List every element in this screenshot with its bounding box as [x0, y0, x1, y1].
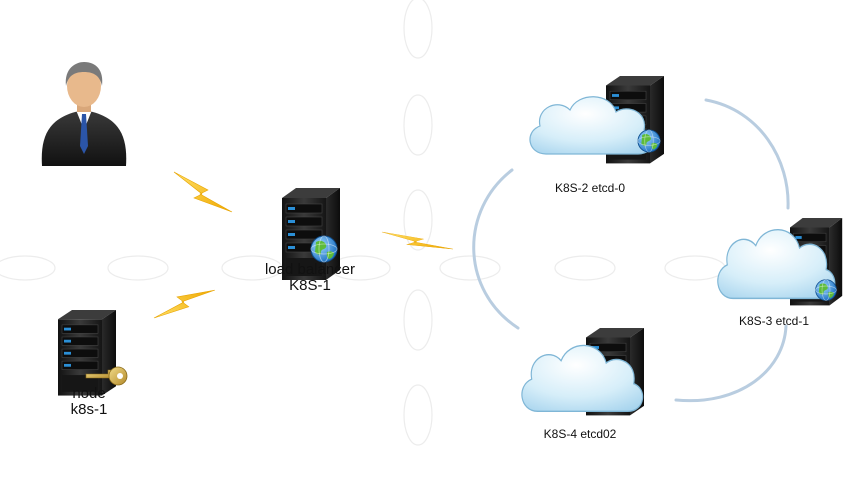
- globe-icon: [637, 129, 661, 153]
- load-balancer-label-line2: K8S-1: [289, 277, 331, 294]
- etcd0-label: K8S-2 etcd-0: [554, 181, 626, 195]
- etcd-ring: [472, 98, 790, 403]
- key-icon: [85, 366, 128, 386]
- user-icon: [41, 62, 127, 166]
- globe-icon: [310, 235, 338, 263]
- node-label-line1: node: [72, 385, 106, 402]
- node-server-icon[interactable]: [57, 309, 117, 397]
- lightning-link-user-to-lb: [173, 171, 233, 213]
- etcd1-label: K8S-3 etcd-1: [738, 314, 810, 328]
- globe-icon: [815, 279, 837, 301]
- ring-arc-top-right: [704, 98, 790, 210]
- node-label: node k8s-1: [48, 386, 130, 418]
- lightning-link-node-to-lb: [153, 280, 216, 328]
- load-balancer-label-line1: load balancer: [264, 261, 356, 278]
- node-label-line2: k8s-1: [70, 401, 108, 418]
- ring-arc-left: [472, 168, 520, 330]
- etcd2-label: K8S-4 etcd02: [543, 427, 617, 441]
- ring-arc-bottom-right: [674, 324, 788, 403]
- load-balancer-label: load balancer K8S-1: [255, 262, 365, 294]
